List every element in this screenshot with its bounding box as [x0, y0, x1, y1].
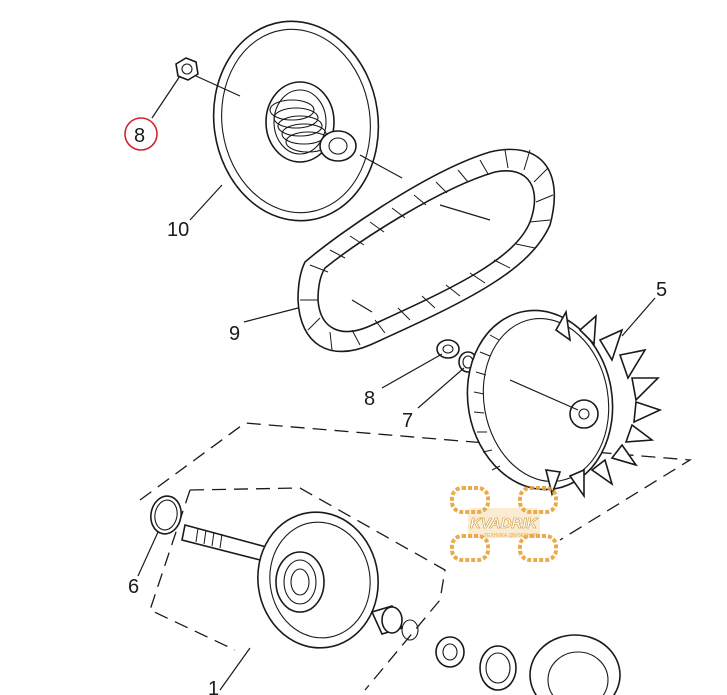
leader-lines	[137, 75, 656, 691]
shaft-splines	[195, 527, 223, 549]
callout-shaft-assembly: 1	[208, 678, 219, 695]
highlight-circle	[124, 117, 158, 151]
callout-driven-pulley: 10	[167, 219, 189, 241]
watermark-tagline: ТЕХНИКА ДВИЖЕНИЯ	[484, 533, 538, 539]
nut-top	[175, 57, 241, 97]
nut-middle	[436, 339, 460, 359]
callout-washer: 7	[402, 410, 413, 432]
watermark-logo: KVADRIK ТЕХНИКА ДВИЖЕНИЯ	[450, 486, 558, 562]
callout-nut-middle: 8	[364, 388, 375, 410]
driven-pulley	[212, 20, 403, 222]
assembly-outline	[139, 422, 693, 691]
shaft-assembly	[181, 511, 621, 695]
watermark-brand: KVADRIK	[470, 515, 538, 532]
fan-blades	[544, 309, 663, 499]
callout-circlip: 6	[128, 576, 139, 598]
pulley-ribs	[473, 334, 501, 471]
circlip	[150, 495, 182, 535]
spring-coils	[269, 99, 331, 153]
watermark-tire-icon	[450, 486, 558, 562]
drive-belt	[297, 148, 555, 353]
callout-belt: 9	[229, 323, 240, 345]
callout-nut-top: 8	[134, 125, 145, 147]
belt-teeth	[300, 149, 554, 351]
callout-drive-pulley: 5	[656, 279, 667, 301]
callout-labels: 8 10 9 5 8 7 6 1	[124, 117, 667, 695]
drive-pulley	[466, 309, 663, 499]
